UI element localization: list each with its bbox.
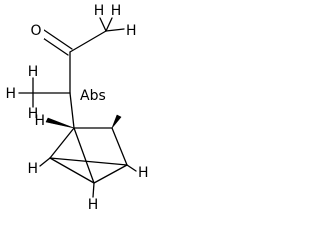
bridge-h-wedge xyxy=(45,117,75,129)
methyl-h-top-right-label: H xyxy=(111,3,122,19)
cage-h-left-label: H xyxy=(27,161,38,177)
cage-bond-inner xyxy=(49,157,128,166)
wedge-layer xyxy=(45,114,122,129)
cage-h-right-label: H xyxy=(138,165,149,181)
cage-h-bottom-bond xyxy=(92,182,95,198)
ch3-h-top-bond xyxy=(105,17,113,32)
quaternary-cage-bond xyxy=(69,92,75,129)
ch3-h-right-bond xyxy=(105,28,125,32)
atom-label-layer: O H H H H H H Abs H H H H xyxy=(5,3,148,213)
oxygen-atom-label: O xyxy=(30,23,41,39)
cage-upper-right-wedge xyxy=(111,114,122,129)
cage-bond-left-lower xyxy=(49,127,75,159)
cage-h-bottom-label: H xyxy=(88,197,99,213)
cage-h-left-bond xyxy=(39,157,51,167)
methyl2-h-left-label: H xyxy=(5,86,16,102)
molecule-diagram: O H H H H H H Abs H H H H xyxy=(5,3,148,213)
methyl-h-right-label: H xyxy=(126,23,137,39)
carbonyl-bond-outer xyxy=(39,35,69,56)
bridge-h-label: H xyxy=(34,113,45,129)
methyl-h-top-left-label: H xyxy=(94,3,105,19)
methyl2-h-top-label: H xyxy=(28,64,39,80)
cage-bond-right xyxy=(111,127,128,166)
cage-bond-to-bottom xyxy=(73,127,95,184)
bond-layer xyxy=(18,17,137,198)
oxygen-knockout xyxy=(28,21,44,39)
cage-bond-bottom-right xyxy=(93,164,128,184)
abs-knockout xyxy=(79,87,119,103)
cage-h-right-bond xyxy=(126,164,137,172)
carbonyl-bond-inner xyxy=(43,29,73,50)
ch3-h-left-bond xyxy=(99,17,107,32)
cage-bond-bottom-left xyxy=(49,157,95,184)
acetyl-methyl-bond xyxy=(69,30,107,53)
stereo-abs-label: Abs xyxy=(80,88,106,104)
methyl2-h-bottom-label: H xyxy=(28,106,39,122)
